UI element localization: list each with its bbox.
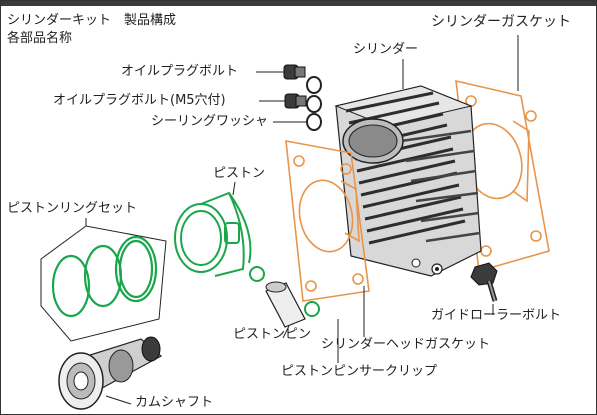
label-cylinder-gasket: シリンダーガスケット (431, 14, 571, 30)
label-oil-plug-bolt-m5: オイルプラグボルト(M5穴付) (53, 93, 226, 108)
piston-ring-set (40, 225, 167, 342)
guide-roller-bolt (470, 262, 498, 302)
leader-lines (85, 35, 519, 405)
label-sealing-washer: シーリングワッシャ (151, 114, 269, 129)
oil-plug-bolt-m5 (284, 93, 307, 109)
label-piston-ring-set: ピストンリングセット (7, 201, 138, 216)
label-piston-pin-circlip: ピストンピンサークリップ (281, 364, 438, 379)
label-camshaft: カムシャフト (135, 395, 214, 410)
label-guide-roller-bolt: ガイドローラーボルト (431, 308, 562, 323)
camshaft-part (58, 336, 163, 410)
label-cylinder-head-gasket: シリンダーヘッドガスケット (321, 337, 491, 352)
cylinder-head-gasket (285, 140, 370, 302)
label-piston: ピストン (213, 166, 266, 181)
piston-pin-circlips (249, 266, 320, 317)
sealing-washers (306, 76, 322, 131)
piston-pin-part (265, 281, 306, 328)
top-bar (1, 1, 596, 6)
label-piston-pin: ピストンピン (233, 327, 312, 342)
oil-plug-bolt (283, 64, 306, 80)
label-cylinder: シリンダー (353, 42, 419, 57)
diagram-subtitle: 各部品名称 (7, 31, 73, 46)
label-oil-plug-bolt: オイルプラグボルト (121, 64, 239, 79)
cylinder-block (334, 85, 482, 277)
diagram-title: シリンダーキット 製品構成 (7, 13, 177, 28)
piston (174, 191, 252, 277)
